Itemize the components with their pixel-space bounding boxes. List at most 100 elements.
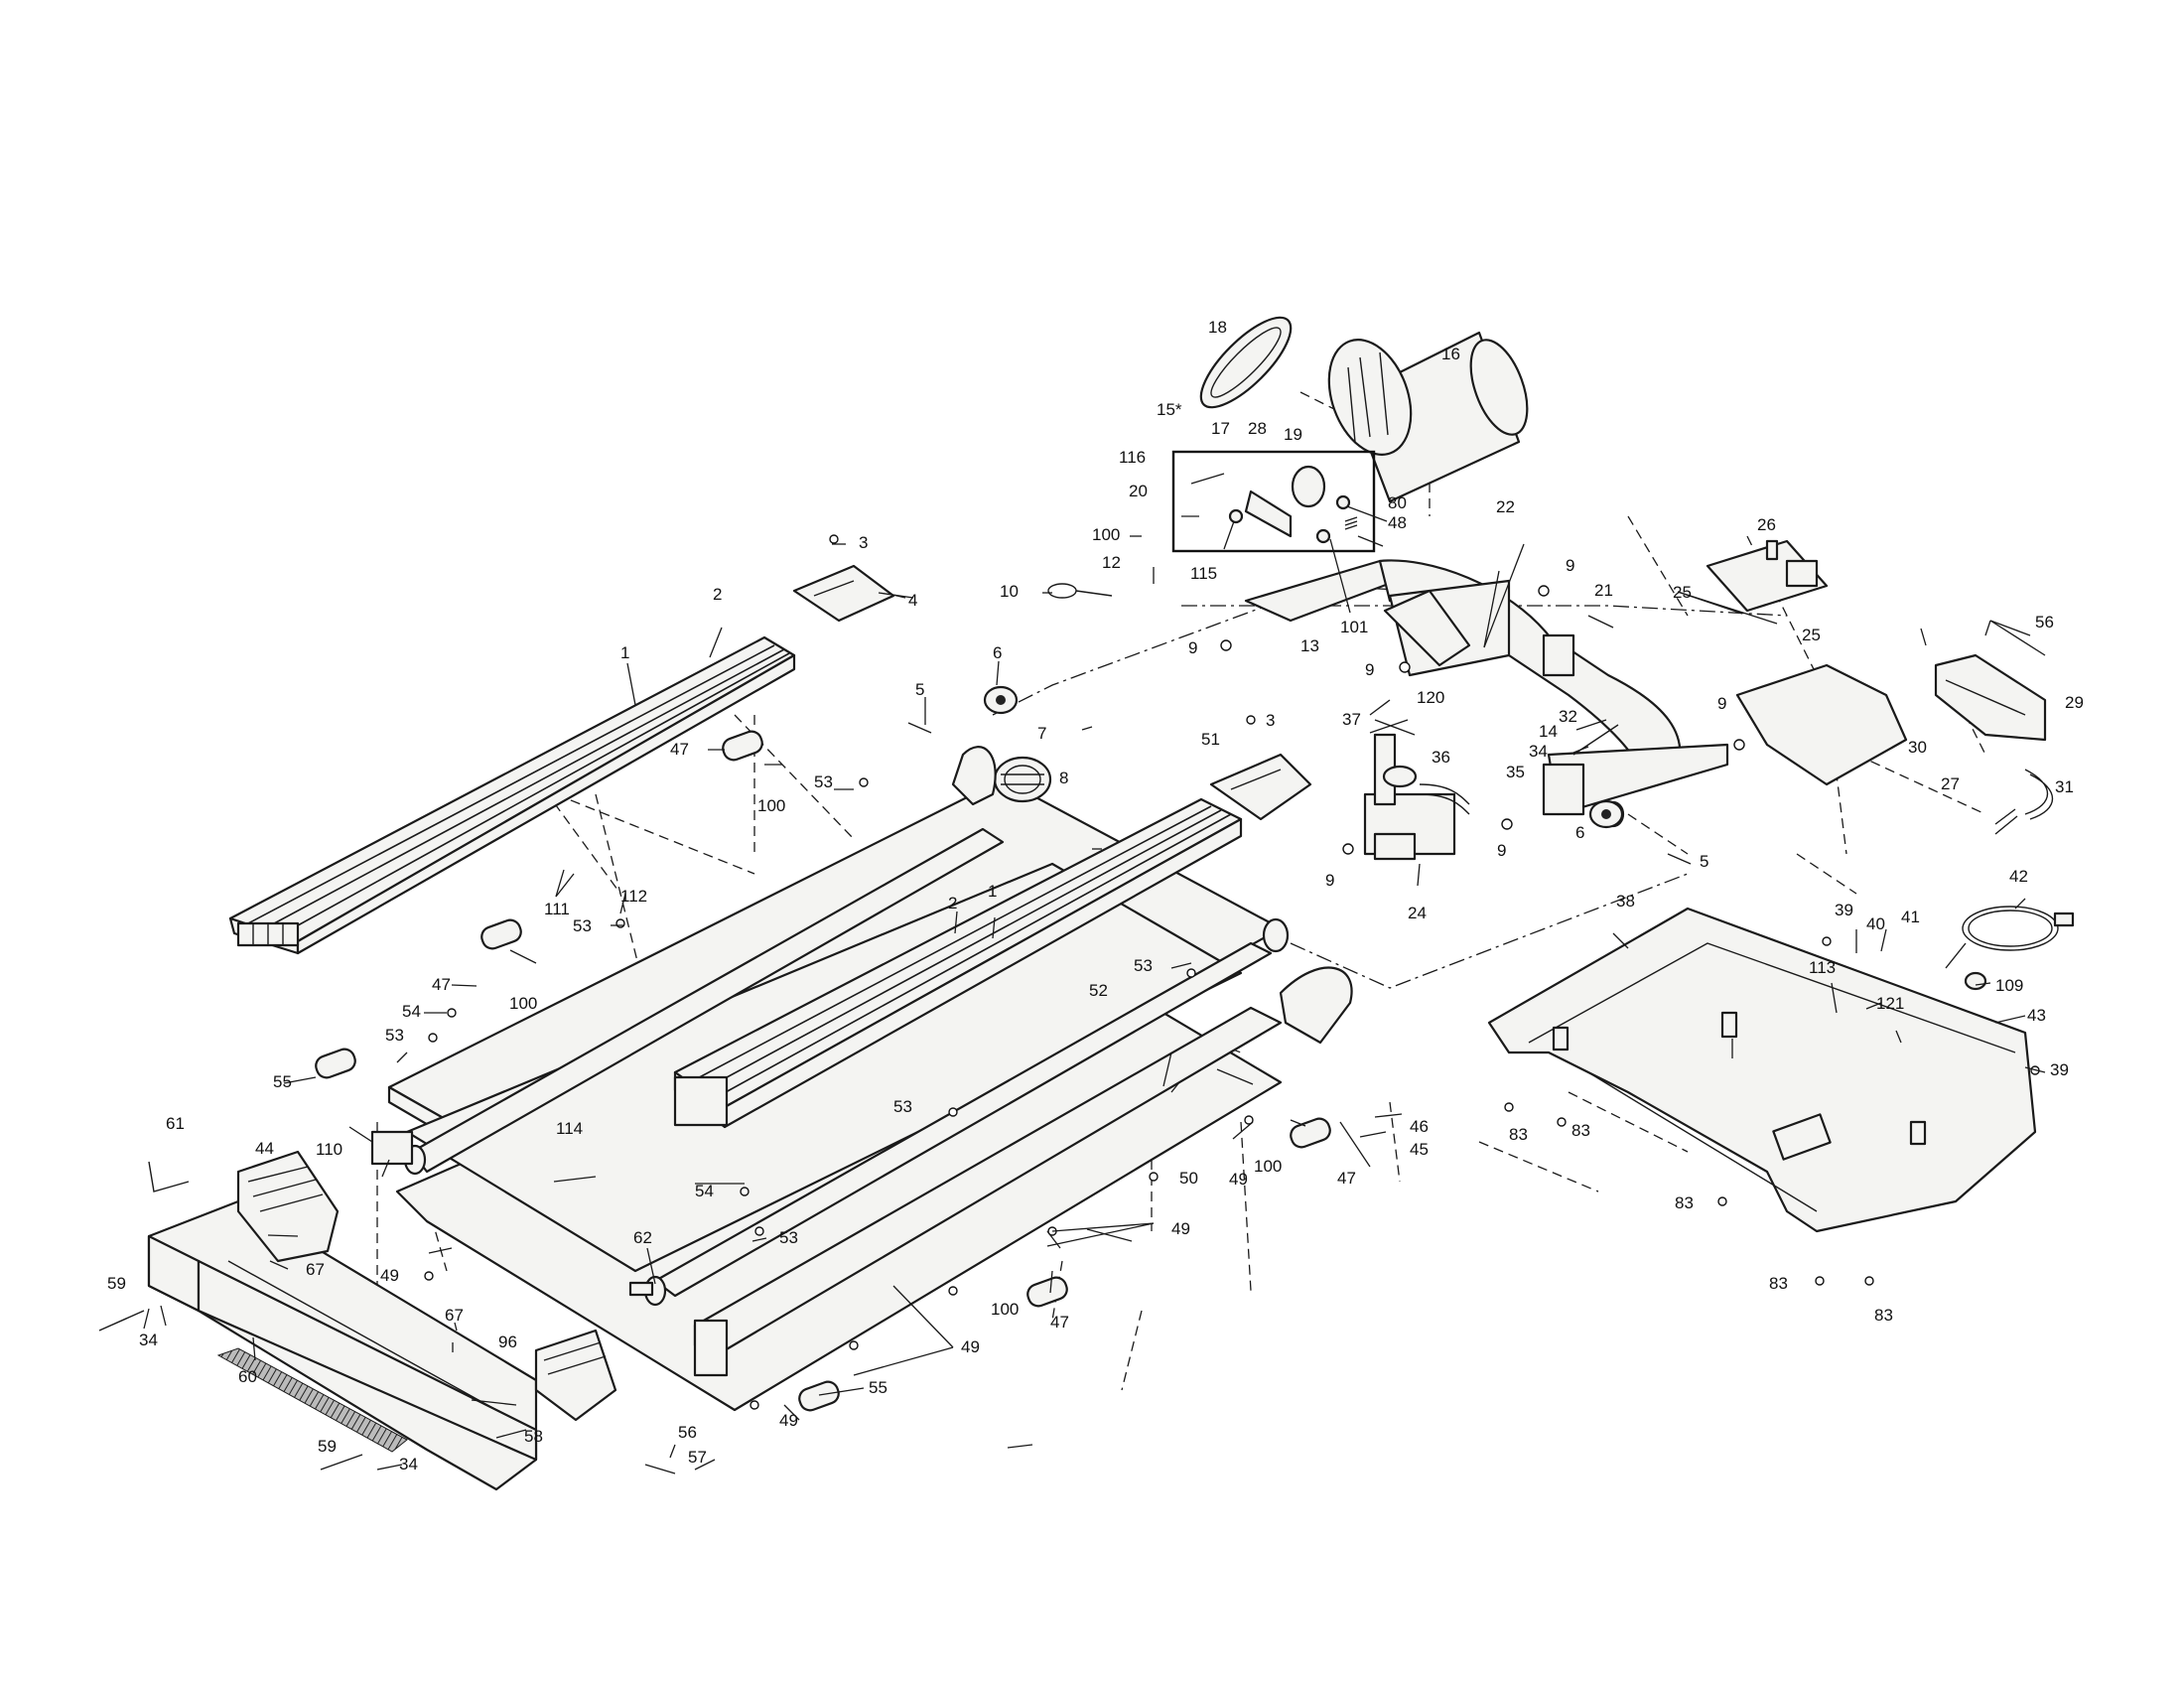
- bolt-5-b: [1667, 853, 1692, 865]
- callout-9f: 9: [1717, 694, 1726, 713]
- screw-49-b: [1149, 1172, 1159, 1182]
- callout-53f: 53: [779, 1228, 798, 1247]
- idler-kit-15-box: [1171, 450, 1376, 553]
- screw-53-b: [615, 918, 625, 928]
- callout-55b: 55: [869, 1378, 887, 1397]
- screw-3-top: [829, 534, 839, 544]
- callout-28: 28: [1248, 419, 1267, 438]
- callout-83a: 83: [1509, 1125, 1528, 1144]
- callout-80: 80: [1388, 493, 1407, 512]
- callout-100d: 100: [1254, 1157, 1282, 1176]
- callout-43: 43: [2027, 1006, 2046, 1025]
- rear-foot-58: [147, 1199, 538, 1491]
- callout-100a: 100: [1092, 525, 1120, 544]
- callout-67a: 67: [306, 1260, 325, 1279]
- lift-motor-36: [1363, 733, 1470, 861]
- callout-47b: 47: [432, 975, 451, 994]
- callout-9e: 9: [1325, 871, 1334, 890]
- callout-47d: 47: [1050, 1313, 1069, 1332]
- callout-67b: 67: [445, 1306, 464, 1325]
- callout-56b: 56: [678, 1423, 697, 1442]
- screw-83-a: [1504, 1102, 1514, 1112]
- callout-37: 37: [1342, 710, 1361, 729]
- callout-22: 22: [1496, 497, 1515, 516]
- callout-1a: 1: [620, 643, 629, 662]
- screw-59-a: [98, 1310, 145, 1332]
- callout-34a: 34: [1529, 742, 1548, 761]
- callout-83c: 83: [1675, 1193, 1694, 1212]
- callout-59a: 59: [107, 1274, 126, 1293]
- callout-47a: 47: [670, 740, 689, 759]
- hood-bracket-51: [1209, 753, 1312, 821]
- callout-57: 57: [688, 1448, 707, 1467]
- callout-113: 113: [1809, 958, 1836, 977]
- fasteners: [98, 534, 2040, 1471]
- callout-2a: 2: [713, 585, 722, 604]
- screw-9-a: [1220, 639, 1232, 651]
- callout-21: 21: [1594, 581, 1613, 600]
- callout-25b: 25: [1802, 626, 1821, 644]
- callout-60: 60: [238, 1367, 257, 1386]
- callout-12: 12: [1102, 553, 1121, 572]
- callout-114: 114: [556, 1119, 583, 1138]
- callout-45: 45: [1410, 1140, 1429, 1159]
- callout-83e: 83: [1874, 1306, 1893, 1325]
- callout-58: 58: [524, 1427, 543, 1446]
- callout-53b: 53: [573, 916, 592, 935]
- screw-54-b: [740, 1187, 750, 1196]
- frame-crossmember-52: [693, 1006, 1283, 1377]
- drive-belt-18: [1199, 316, 1293, 409]
- leader-lines: [143, 473, 2046, 1474]
- callout-50: 50: [1179, 1169, 1198, 1188]
- screw-83-e: [1864, 1276, 1874, 1286]
- controller-board-26: [1706, 539, 1829, 613]
- callout-13: 13: [1300, 636, 1319, 655]
- callout-48: 48: [1388, 513, 1407, 532]
- callout-26: 26: [1757, 515, 1776, 534]
- callout-49d: 49: [961, 1337, 980, 1356]
- wheel-6-top: [983, 685, 1019, 715]
- wire-harness-31: [1994, 769, 2054, 835]
- screw-39-a: [1822, 936, 1832, 946]
- rear-roller: [403, 827, 1290, 1176]
- screw-83-d: [1815, 1276, 1825, 1286]
- motor-bracket-120: [1383, 589, 1471, 667]
- callout-27: 27: [1941, 774, 1960, 793]
- callout-5b: 5: [1700, 852, 1708, 871]
- callout-39b: 39: [2050, 1060, 2069, 1079]
- frame-bracket-plates: [951, 746, 1353, 1045]
- callout-121: 121: [1876, 994, 1904, 1013]
- callout-54b: 54: [695, 1182, 714, 1200]
- screw-49-g: [424, 1271, 434, 1281]
- screw-54-a: [447, 1008, 457, 1018]
- screw-49-e: [849, 1340, 859, 1350]
- callout-10: 10: [1000, 582, 1019, 601]
- right-side-rail: [673, 797, 1243, 1129]
- callout-30: 30: [1908, 738, 1927, 757]
- callout-120: 120: [1417, 688, 1444, 707]
- frame-tube-110: [370, 1130, 414, 1166]
- callout-49c: 49: [380, 1266, 399, 1285]
- left-side-rail: [228, 635, 796, 955]
- screw-53-f: [754, 1226, 764, 1236]
- screw-83-b: [1557, 1117, 1567, 1127]
- callout-52: 52: [1089, 981, 1108, 1000]
- callout-6a: 6: [993, 643, 1002, 662]
- front-pulley-8: [993, 756, 1052, 803]
- callout-53c: 53: [385, 1026, 404, 1045]
- callout-4: 4: [908, 591, 917, 610]
- callout-83d: 83: [1769, 1274, 1788, 1293]
- callout-109: 109: [1995, 976, 2023, 995]
- callout-9c: 9: [1365, 660, 1374, 679]
- power-cord-plug-109: [1964, 971, 1987, 991]
- screw-9-e: [1501, 818, 1513, 830]
- callout-6b: 6: [1575, 823, 1584, 842]
- callout-116: 116: [1119, 448, 1146, 467]
- callout-53a: 53: [814, 772, 833, 791]
- screw-53-a: [859, 777, 869, 787]
- screw-49-f: [750, 1400, 759, 1410]
- callout-34c: 34: [399, 1455, 418, 1474]
- callout-41: 41: [1901, 908, 1920, 926]
- callout-61: 61: [166, 1114, 185, 1133]
